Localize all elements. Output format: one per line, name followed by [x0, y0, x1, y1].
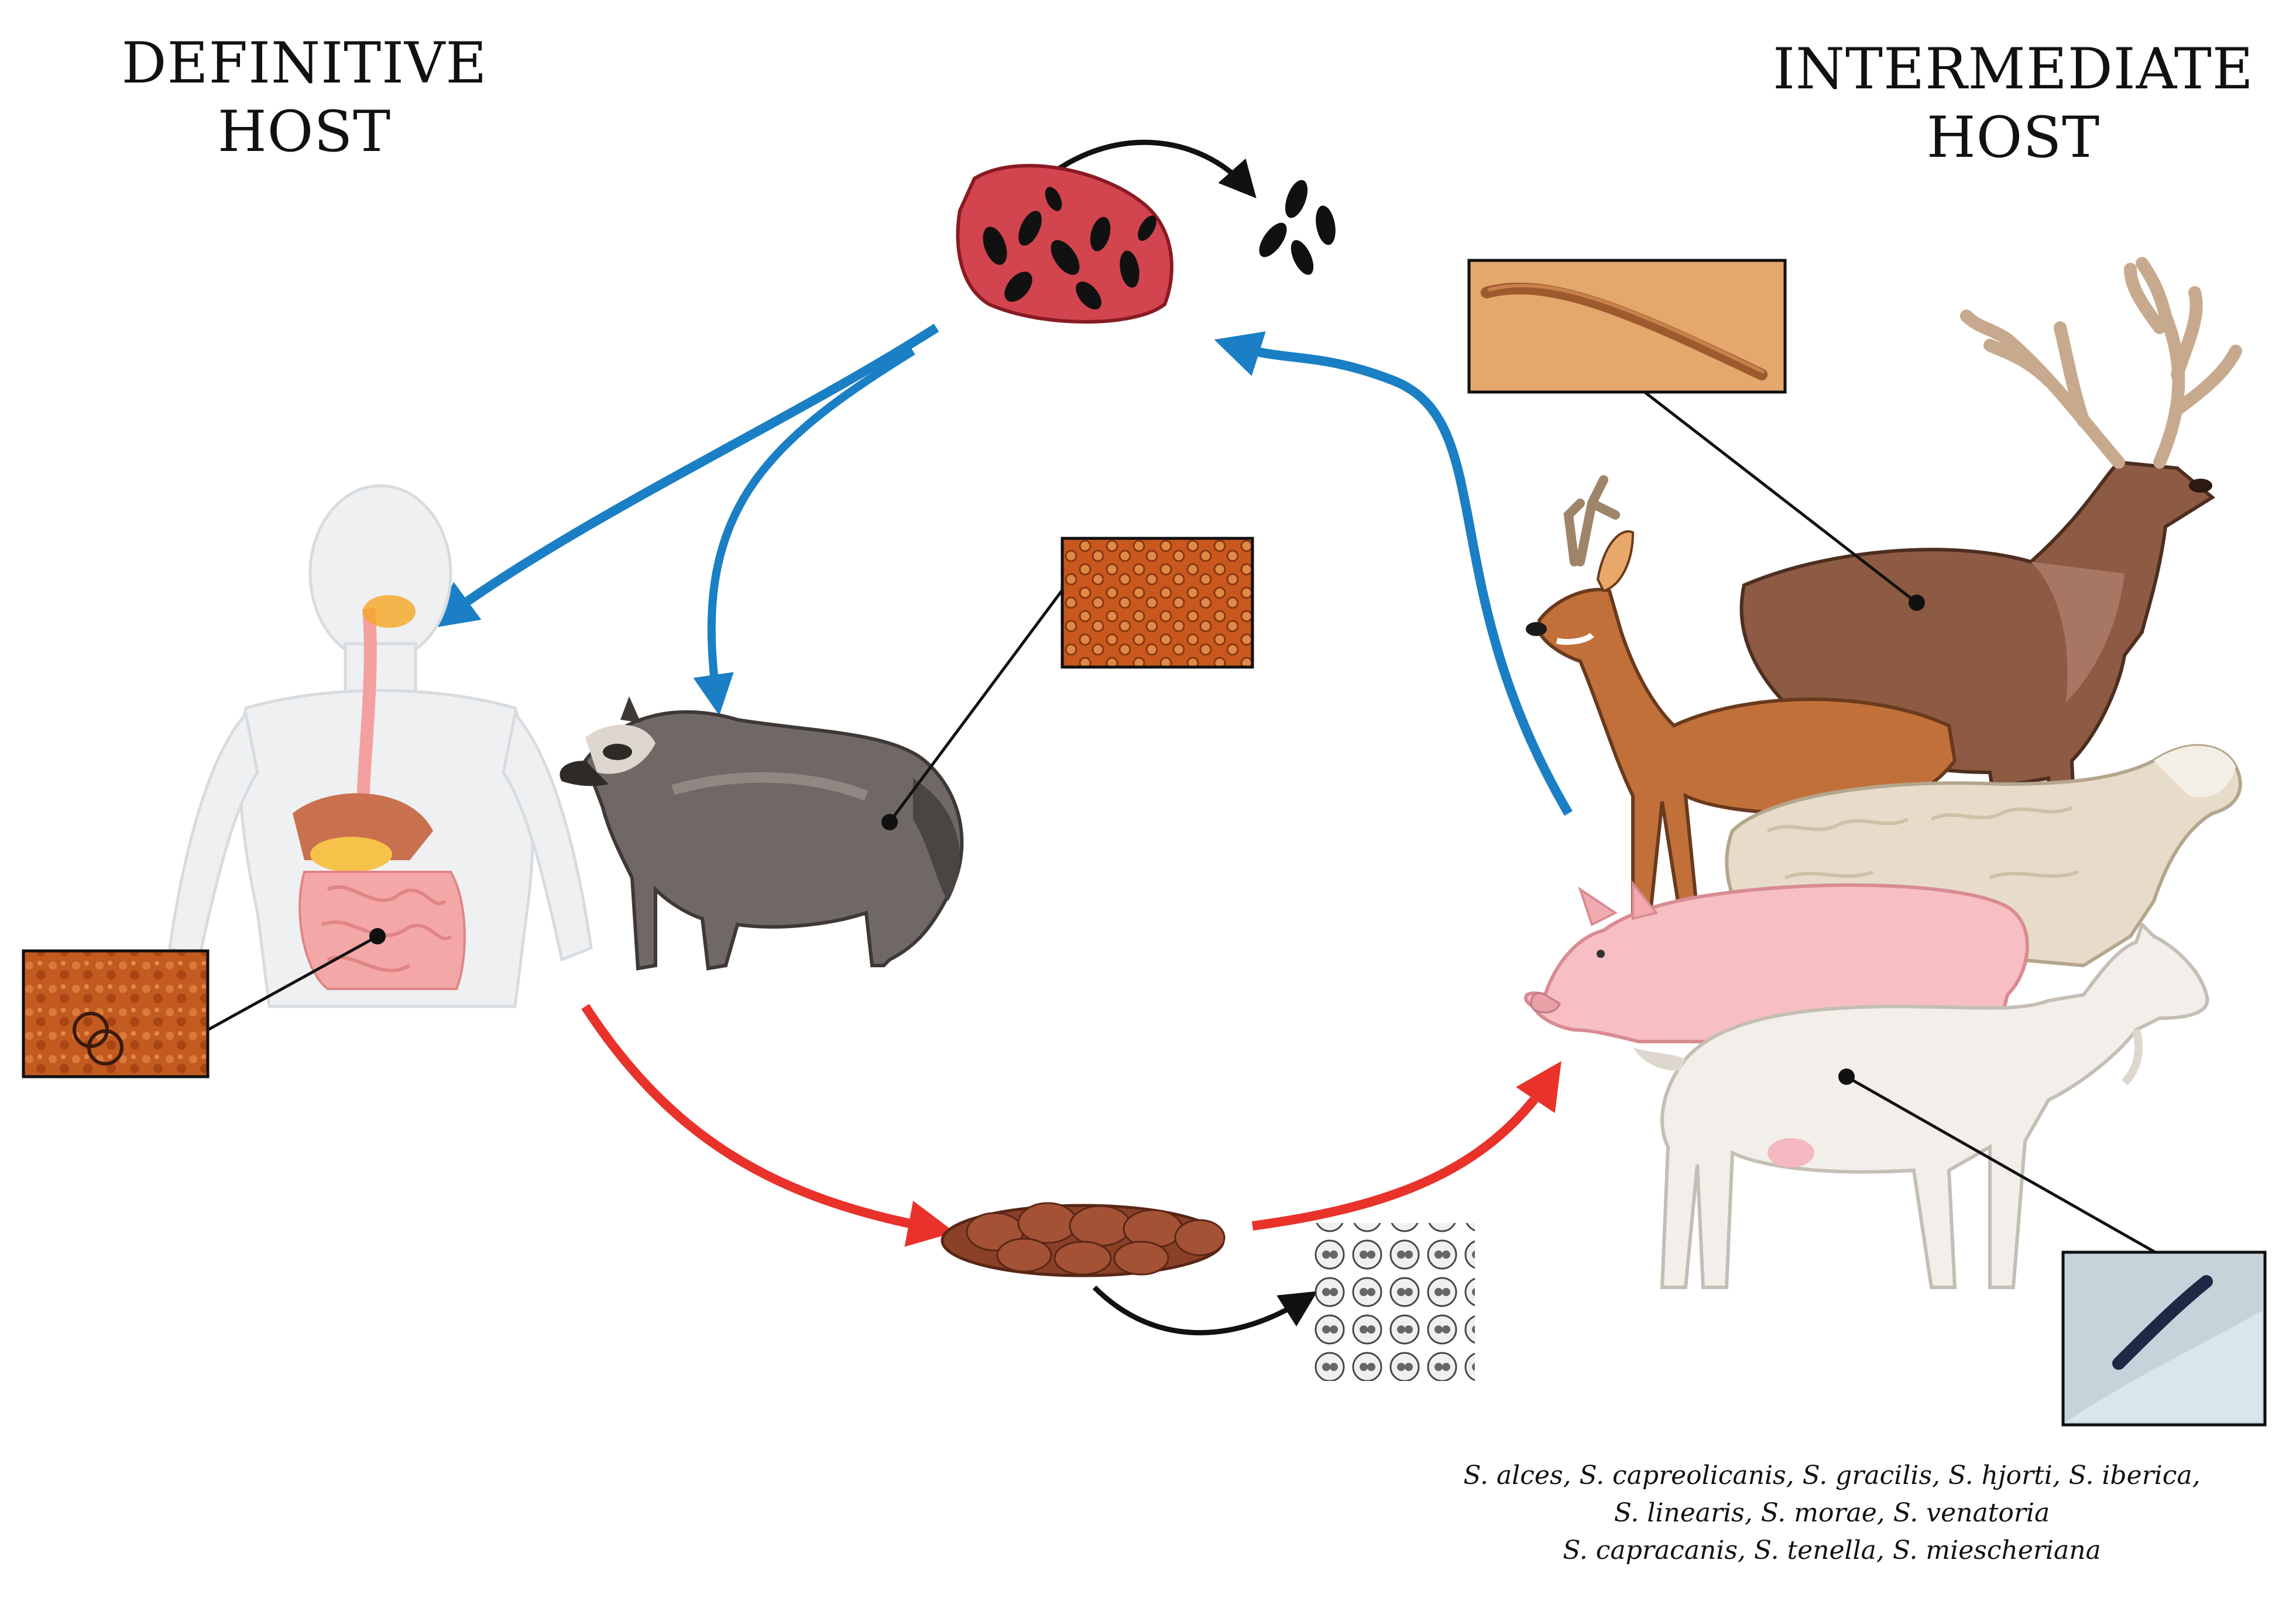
goat-icon: [1633, 921, 2209, 1289]
definitive-title-line2: HOST: [217, 99, 392, 165]
bradyzoite-icon: [1259, 180, 1336, 275]
pig-icon: [1523, 880, 2029, 1043]
feces-icon: [941, 1202, 1226, 1277]
species-line-2: S. linearis, S. morae, S. venatoria: [1614, 1497, 2050, 1528]
micrograph-raccoon-dog: [1061, 537, 1254, 669]
arrow-oocyst-release: [1092, 1285, 1318, 1335]
arrow-intermediate-to-muscle: [1214, 331, 1573, 816]
oocyst-icon: [1311, 1223, 1475, 1381]
micrograph-red-deer: [1467, 259, 1787, 394]
pointer-dots: [369, 595, 1925, 1085]
transmission-arrows: [430, 139, 1573, 1335]
intermediate-title-line2: HOST: [1926, 105, 2101, 171]
species-line-1: S. alces, S. capreolicanis, S. gracilis,…: [1463, 1461, 2201, 1490]
arrow-muscle-to-human: [430, 324, 939, 628]
arrow-host-to-feces: [581, 1004, 955, 1247]
definitive-host-title: DEFINITIVE HOST: [94, 29, 515, 166]
human-digestive-icon: [168, 484, 593, 1008]
arrow-muscle-to-raccoon-dog: [693, 348, 915, 716]
species-list: S. alces, S. capreolicanis, S. gracilis,…: [1393, 1457, 2271, 1569]
definitive-title-line1: DEFINITIVE: [121, 30, 488, 96]
pointer-lines: [207, 391, 2167, 1260]
intermediate-title-line1: INTERMEDIATE: [1773, 36, 2254, 102]
arrow-cyst-release: [1040, 139, 1257, 198]
micrograph-intestine: [22, 949, 210, 1078]
arrow-feces-to-intermediate: [1251, 1061, 1561, 1231]
species-line-3: S. capracanis, S. tenella, S. miescheria…: [1563, 1535, 2101, 1565]
intermediate-host-title: INTERMEDIATE HOST: [1750, 35, 2277, 172]
raccoon-dog-icon: [560, 696, 964, 971]
roe-deer-icon: [1526, 475, 1957, 915]
red-deer-icon: [1739, 257, 2242, 891]
muscle-cyst-icon: [956, 164, 1173, 324]
micrograph-goat: [2061, 1250, 2267, 1427]
